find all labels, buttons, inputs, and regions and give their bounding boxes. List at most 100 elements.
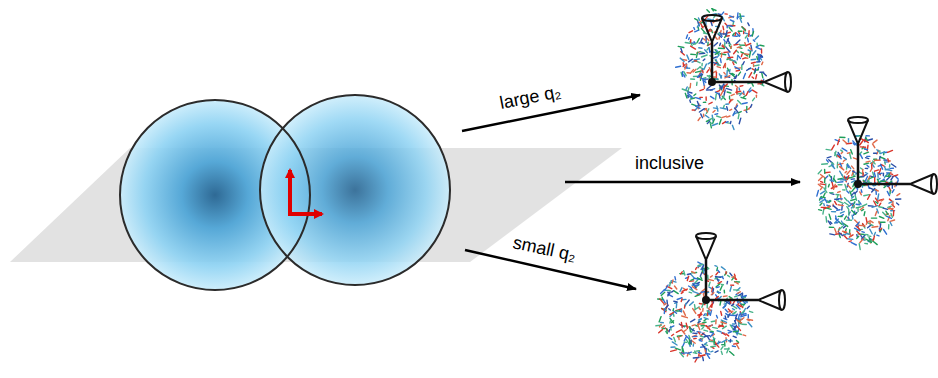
particle-track xyxy=(738,31,742,32)
particle-track xyxy=(820,197,822,201)
particle-track xyxy=(740,18,742,22)
particle-track xyxy=(668,290,670,292)
particle-track xyxy=(739,44,741,45)
particle-track xyxy=(891,177,893,180)
particle-track xyxy=(866,138,868,141)
particle-track xyxy=(690,302,694,305)
particle-track xyxy=(727,92,731,93)
particle-track xyxy=(873,236,874,240)
particle-track xyxy=(731,315,737,317)
particle-track xyxy=(829,214,831,219)
particle-track xyxy=(702,309,704,312)
particle-track xyxy=(866,158,869,159)
particle-track xyxy=(723,306,726,308)
particle-track xyxy=(889,191,891,194)
particle-track xyxy=(859,244,860,250)
particle-track xyxy=(713,71,716,73)
particle-track xyxy=(877,234,879,236)
particle-track xyxy=(864,195,870,196)
particle-track xyxy=(702,265,704,270)
particle-track xyxy=(880,228,882,230)
particle-track xyxy=(708,349,709,351)
particle-track xyxy=(888,225,890,229)
particle-track xyxy=(876,202,878,204)
particle-track xyxy=(865,234,868,236)
particle-track xyxy=(714,107,718,109)
particle-track xyxy=(696,268,697,270)
particle-track xyxy=(656,324,662,326)
particle-track xyxy=(851,193,853,195)
particle-track xyxy=(817,191,819,197)
particle-track xyxy=(827,205,831,206)
particle-track xyxy=(824,178,826,182)
particle-track xyxy=(672,342,677,345)
particle-track xyxy=(715,265,717,267)
particle-track xyxy=(753,64,754,66)
particle-track xyxy=(723,63,725,67)
particle-track xyxy=(705,36,706,42)
particle-track xyxy=(871,217,876,218)
particle-track xyxy=(883,208,887,209)
particle-track xyxy=(849,203,853,206)
particle-track xyxy=(698,324,700,330)
particle-track xyxy=(721,96,724,100)
particle-track xyxy=(692,335,696,337)
particle-track xyxy=(821,175,826,178)
particle-track xyxy=(691,274,694,278)
particle-track xyxy=(730,121,732,123)
particle-track xyxy=(714,57,717,58)
particle-track xyxy=(836,194,839,196)
particle-track xyxy=(690,340,692,343)
particle-track xyxy=(852,187,856,191)
particle-track xyxy=(760,45,764,47)
particle-track xyxy=(878,194,879,200)
particle-track xyxy=(722,26,724,30)
particle-track xyxy=(678,337,680,340)
particle-track xyxy=(823,204,825,206)
particle-track xyxy=(660,322,663,324)
particle-track xyxy=(864,237,866,240)
particle-track xyxy=(842,148,847,151)
particle-track xyxy=(692,324,695,326)
particle-track xyxy=(681,48,682,52)
particle-track xyxy=(829,160,833,164)
particle-track xyxy=(687,55,689,59)
detector-arm xyxy=(858,183,910,186)
particle-track xyxy=(704,32,708,34)
particle-track xyxy=(725,316,727,319)
particle-track xyxy=(683,343,685,347)
particle-track xyxy=(720,286,722,290)
particle-track xyxy=(728,39,730,43)
particle-track xyxy=(870,229,872,234)
particle-track xyxy=(753,40,754,41)
arrow-label: inclusive xyxy=(635,154,704,174)
particle-track xyxy=(706,353,710,354)
particle-track xyxy=(690,84,692,88)
particle-track xyxy=(742,304,745,305)
particle-track xyxy=(726,88,731,90)
particle-track xyxy=(880,152,884,154)
particle-track xyxy=(687,276,688,280)
particle-track xyxy=(699,109,704,112)
particle-track xyxy=(738,93,742,95)
particle-track xyxy=(726,70,728,76)
particle-track xyxy=(870,188,874,190)
particle-track xyxy=(690,40,692,43)
particle-track xyxy=(677,310,679,311)
particle-track xyxy=(729,16,734,17)
particle-track xyxy=(818,170,821,174)
particle-track xyxy=(727,116,730,117)
particle-track xyxy=(714,43,718,46)
particle-track xyxy=(724,90,725,95)
particle-track xyxy=(671,350,677,352)
particle-track xyxy=(700,336,704,337)
particle-track xyxy=(706,326,708,328)
particle-track xyxy=(693,28,695,30)
particle-track xyxy=(873,140,877,143)
particle-track xyxy=(672,280,674,283)
particle-track xyxy=(716,272,719,275)
particle-track xyxy=(684,75,685,77)
particle-track xyxy=(735,108,738,112)
particle-track xyxy=(890,222,892,225)
particle-track xyxy=(729,28,732,32)
